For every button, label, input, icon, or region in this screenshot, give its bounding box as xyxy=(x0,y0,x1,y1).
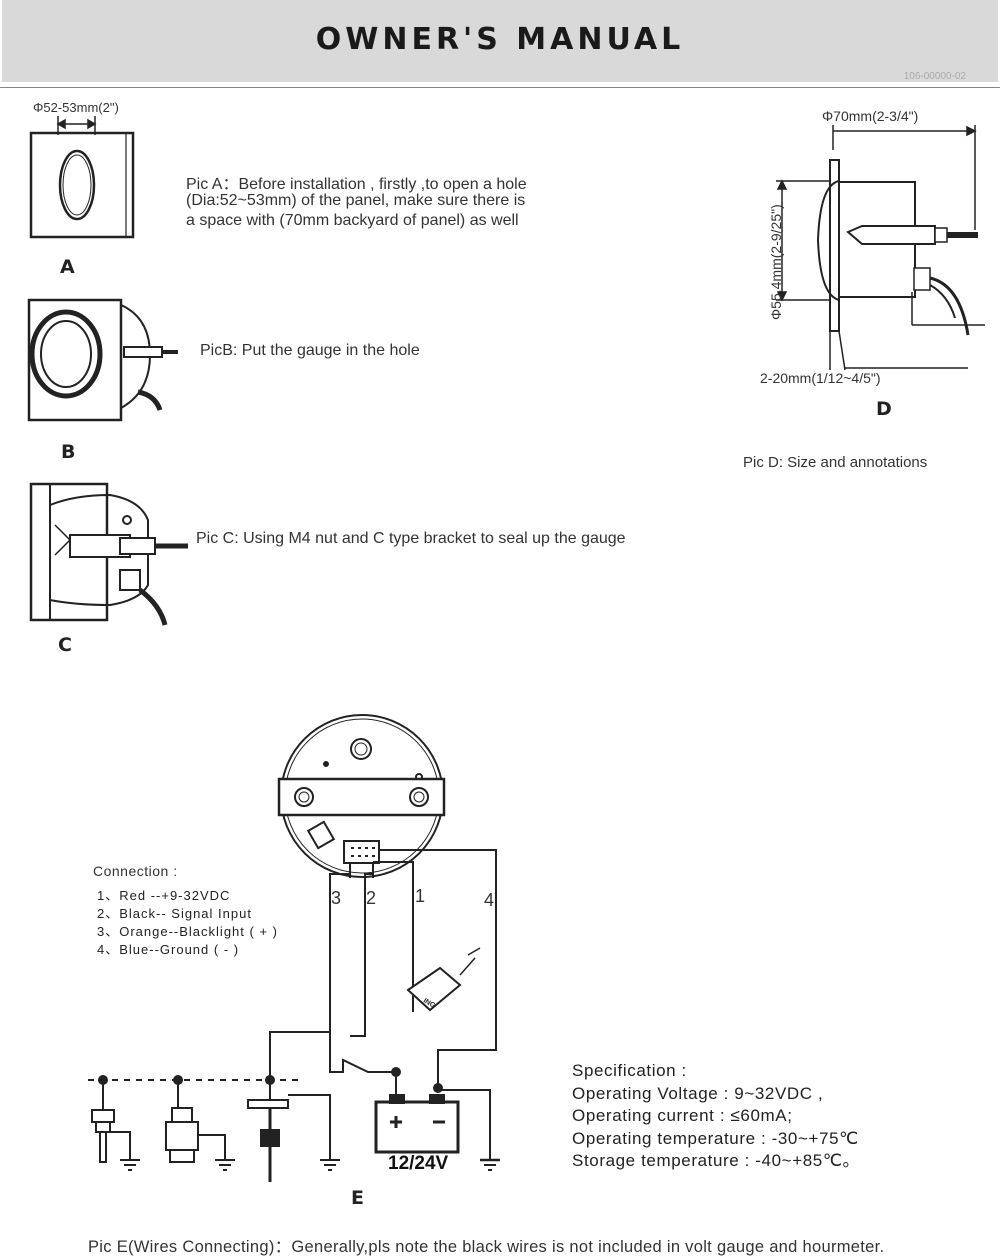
connection-title: Connection : xyxy=(93,863,178,879)
pic-a-caption-line-1: Pic A：Before installation , firstly ,to … xyxy=(186,176,527,193)
specification-title: Specification : xyxy=(572,1061,687,1080)
document-id: 106-00000-02 xyxy=(903,71,966,82)
header-divider xyxy=(0,87,1000,88)
wire-number-4: 4 xyxy=(484,890,495,910)
wire-number-3: 3 xyxy=(331,888,342,908)
depth-dimension-label: Φ70mm(2-3/4") xyxy=(822,108,919,124)
connection-item: 3、Orange--Blacklight ( + ) xyxy=(97,924,278,939)
pic-a-caption-line-2: (Dia:52~53mm) of the panel, make sure th… xyxy=(186,192,526,209)
spec-operating-current: Operating current : ≤60mA; xyxy=(572,1106,793,1125)
pic-e-letter: E xyxy=(351,1187,364,1209)
connection-list: 1、Red --+9-32VDC 2、Black-- Signal Input … xyxy=(97,887,278,959)
pic-a-letter: A xyxy=(60,256,75,278)
header-bar xyxy=(2,0,998,82)
pic-d-caption: Pic D: Size and annotations xyxy=(743,454,928,471)
wire-number-1: 1 xyxy=(415,886,426,906)
pic-c-letter: C xyxy=(58,634,72,656)
connection-item: 2、Black-- Signal Input xyxy=(97,906,252,921)
connection-item: 4、Blue--Ground ( - ) xyxy=(97,942,240,957)
pic-b-letter: B xyxy=(61,441,76,463)
spec-operating-voltage: Operating Voltage : 9~32VDC , xyxy=(572,1083,824,1103)
page-title: OWNER'S MANUAL xyxy=(315,22,685,57)
panel-thickness-label: 2-20mm(1/12~4/5") xyxy=(760,370,881,386)
pic-a-caption-line-3: a space with (70mm backyard of panel) as… xyxy=(186,212,519,229)
connection-item: 1、Red --+9-32VDC xyxy=(97,888,231,903)
pic-c-caption: Pic C: Using M4 nut and C type bracket t… xyxy=(196,530,626,547)
battery-label: 12/24V xyxy=(388,1153,449,1174)
spec-operating-temperature: Operating temperature : -30~+75℃ xyxy=(572,1128,859,1148)
spec-storage-temperature: Storage temperature : -40~+85℃。 xyxy=(572,1151,861,1170)
wire-number-2: 2 xyxy=(366,888,377,908)
pic-b-caption: PicB: Put the gauge in the hole xyxy=(200,342,420,359)
specification-block: Specification : Operating Voltage : 9~32… xyxy=(572,1060,860,1173)
pic-e-caption: Pic E(Wires Connecting)：Generally,pls no… xyxy=(88,1238,885,1256)
pic-d-letter: D xyxy=(876,398,892,420)
hole-diameter-label: Φ52-53mm(2") xyxy=(33,100,119,115)
